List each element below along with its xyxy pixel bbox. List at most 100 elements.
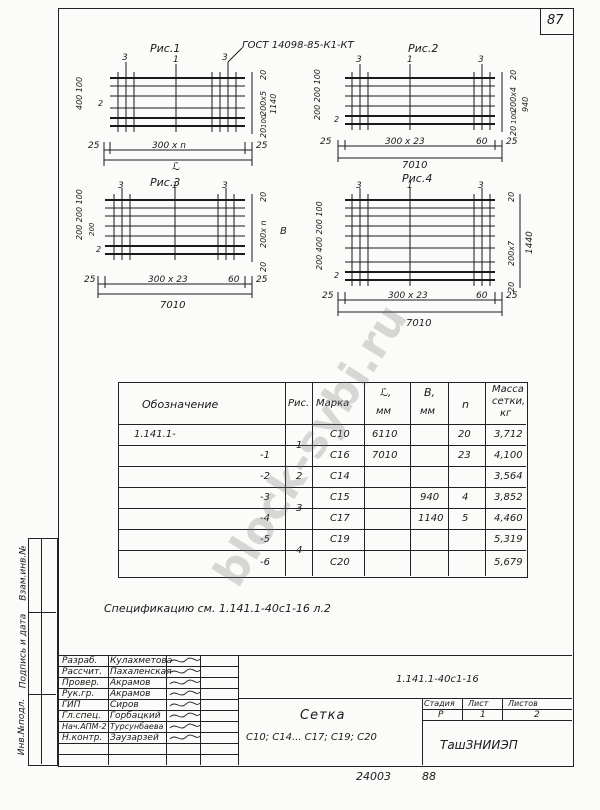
title-block bbox=[58, 655, 572, 766]
role-1: Рассчит. bbox=[62, 667, 103, 677]
fig1-drawing bbox=[103, 47, 253, 166]
header-mass-2: сетки, bbox=[492, 396, 526, 407]
fig4-length: 7010 bbox=[406, 318, 431, 329]
stage-label: Стадия bbox=[424, 699, 455, 708]
fig4-bottom-d: 25 bbox=[506, 291, 518, 301]
fig1-left-dims: 400 100 bbox=[75, 77, 84, 110]
row-3-n: 4 bbox=[462, 492, 469, 503]
name-0: Кулахметова bbox=[110, 656, 173, 666]
bottom-code: 24003 bbox=[356, 770, 391, 783]
sheet-number: 87 bbox=[547, 13, 564, 28]
fig3-callout-c: 3 bbox=[222, 181, 228, 191]
header-fig: Рис. bbox=[288, 398, 310, 409]
fig2-callout-c: 3 bbox=[478, 55, 484, 65]
fig1-bottom-b: 300 x n bbox=[152, 141, 186, 151]
role-4: ГИП bbox=[62, 700, 81, 710]
row-0-mark: С10 bbox=[330, 429, 350, 440]
fig2-right-dim-d: 940 bbox=[521, 97, 530, 112]
role-2: Провер. bbox=[62, 678, 100, 688]
fig1-right-dim-b: 200x5 bbox=[259, 91, 268, 116]
role-0: Разраб. bbox=[62, 656, 98, 666]
fig3-drawing bbox=[97, 188, 253, 298]
row-1-designation: -1 bbox=[260, 450, 270, 461]
fig3-left-dims: 200 200 100 bbox=[75, 189, 84, 240]
fig4-drawing bbox=[337, 188, 521, 316]
role-7: Н.контр. bbox=[62, 733, 103, 743]
spec-table bbox=[118, 382, 528, 578]
fig4-callout-a: 3 bbox=[356, 181, 362, 191]
fig1-right-dim-e: 20 bbox=[259, 128, 268, 138]
fig1-right-dim-d: 1140 bbox=[269, 94, 278, 114]
stage-value: Р bbox=[438, 710, 444, 720]
fig2-right-dim-c: 100 bbox=[510, 110, 518, 124]
fig4-left-dims: 200 400 200 100 bbox=[315, 201, 324, 270]
row-1-L: 7010 bbox=[372, 450, 398, 461]
row-0-n: 20 bbox=[458, 429, 471, 440]
fig2-right-dim-a: 20 bbox=[509, 70, 518, 80]
sheet-number-box bbox=[540, 8, 573, 35]
fig3-length: 7010 bbox=[160, 300, 185, 311]
row-6-mass: 5,679 bbox=[494, 557, 523, 568]
fig2-callout-b: 1 bbox=[407, 55, 413, 65]
row-0-fig: 1 bbox=[296, 440, 303, 451]
doc-name: Сетка bbox=[300, 708, 346, 723]
fig2-right-dim-e: 20 bbox=[509, 126, 518, 136]
fig1-callout-a: 3 bbox=[122, 53, 128, 63]
doc-code: 1.141.1-40с1-16 bbox=[396, 674, 479, 685]
header-designation: Обозначение bbox=[142, 398, 219, 411]
sheet-value: 1 bbox=[480, 710, 486, 720]
header-mark: Марка bbox=[316, 398, 350, 409]
doc-marks: С10; С14... С17; С19; С20 bbox=[246, 732, 377, 743]
fig3-bottom-a: 25 bbox=[84, 275, 96, 285]
row-1-mark: С16 bbox=[330, 450, 350, 461]
fig3-right-dim-c: B bbox=[280, 226, 287, 237]
fig2-title: Рис.2 bbox=[408, 42, 438, 55]
fig4-right-dim-c: 1440 bbox=[525, 231, 535, 254]
header-L: ℒ, bbox=[380, 386, 392, 399]
header-L-unit: мм bbox=[376, 406, 392, 417]
name-1: Пахаленская bbox=[110, 667, 172, 677]
fig1-title: Рис.1 bbox=[150, 42, 180, 55]
fig4-callout-b: 1 bbox=[407, 181, 413, 191]
row-2-designation: -2 bbox=[260, 471, 270, 482]
fig3-callout-a: 3 bbox=[118, 181, 124, 191]
role-3: Рук.гр. bbox=[62, 689, 95, 699]
row-0-L: 6110 bbox=[372, 429, 398, 440]
row-3-mass: 3,852 bbox=[494, 492, 523, 503]
drawing-frame bbox=[58, 8, 574, 767]
fig1-length: ℒ bbox=[172, 160, 180, 173]
fig2-bottom-d: 25 bbox=[506, 137, 518, 147]
fig2-bottom-c: 60 bbox=[476, 137, 488, 147]
name-7: Заузарзей bbox=[110, 733, 159, 743]
row-5-fig: 4 bbox=[296, 545, 303, 556]
fig4-title: Рис.4 bbox=[402, 172, 432, 185]
row-4-n: 5 bbox=[462, 513, 469, 524]
row-6-designation: -6 bbox=[260, 557, 270, 568]
fig3-title: Рис.3 bbox=[150, 176, 180, 189]
side-label-c: Инв.№подл. bbox=[17, 698, 28, 756]
fig2-length: 7010 bbox=[402, 160, 427, 171]
side-strip bbox=[28, 538, 58, 766]
row-1-n: 23 bbox=[458, 450, 471, 461]
fig3-bottom-c: 60 bbox=[228, 275, 240, 285]
fig3-bottom-b: 300 x 23 bbox=[148, 275, 188, 285]
fig1-right-dim-c: 100 bbox=[260, 114, 268, 128]
header-mass: Масса bbox=[492, 384, 524, 395]
fig3-right-dim-d: 20 bbox=[259, 262, 268, 272]
spec-note: Спецификацию см. 1.141.1-40с1-16 л.2 bbox=[104, 602, 331, 615]
fig3-left-dim3: 2 bbox=[96, 245, 101, 254]
bottom-page: 88 bbox=[422, 770, 436, 783]
fig4-left-dim2: 2 bbox=[334, 271, 339, 280]
name-5: Горбацкий bbox=[110, 711, 161, 721]
fig1-bottom-a: 25 bbox=[88, 141, 100, 151]
fig4-right-dim-d: 20 bbox=[507, 282, 516, 292]
role-6: Нач.АПМ-2 bbox=[62, 722, 107, 731]
organization: ТашЗНИИЭП bbox=[440, 738, 518, 752]
header-B: В, bbox=[424, 386, 436, 399]
fig1-standard: ГОСТ 14098-85-К1-КТ bbox=[242, 40, 355, 51]
fig2-left-dim2: 2 bbox=[334, 115, 339, 124]
fig2-bottom-a: 25 bbox=[320, 137, 332, 147]
fig1-callout-b: 1 bbox=[173, 55, 179, 65]
row-4-mass: 4,460 bbox=[494, 513, 523, 524]
fig1-bottom-c: 25 bbox=[256, 141, 268, 151]
